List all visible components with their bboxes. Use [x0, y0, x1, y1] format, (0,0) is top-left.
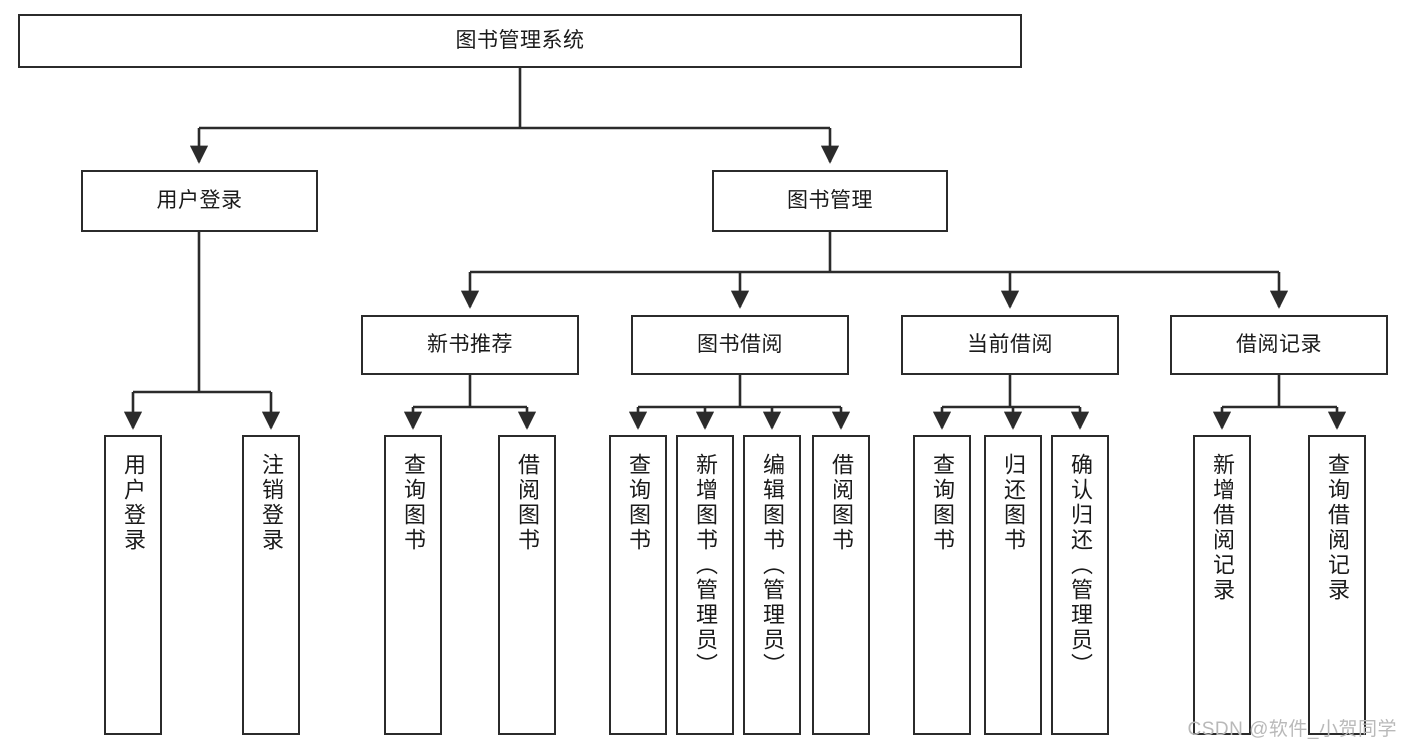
node-label: 查询图书 — [625, 453, 651, 553]
leaf-query-book-borrow[interactable]: 查询图书 — [609, 435, 667, 735]
node-label: 查询图书 — [929, 453, 955, 553]
node-label: 编辑图书（管理员） — [759, 453, 785, 678]
node-label: 新书推荐 — [427, 333, 513, 357]
leaf-add-book-admin[interactable]: 新增图书（管理员） — [676, 435, 734, 735]
node-label: 借阅记录 — [1236, 333, 1322, 357]
node-borrow-record[interactable]: 借阅记录 — [1170, 315, 1388, 375]
leaf-edit-book-admin[interactable]: 编辑图书（管理员） — [743, 435, 801, 735]
leaf-add-borrow-record[interactable]: 新增借阅记录 — [1193, 435, 1251, 735]
leaf-user-login[interactable]: 用户登录 — [104, 435, 162, 735]
node-label: 新增图书（管理员） — [692, 453, 718, 678]
leaf-logout[interactable]: 注销登录 — [242, 435, 300, 735]
node-label: 注销登录 — [258, 453, 284, 553]
node-label: 用户登录 — [156, 189, 243, 213]
node-label: 用户登录 — [120, 453, 146, 553]
node-label: 借阅图书 — [828, 453, 854, 553]
leaf-query-book-current[interactable]: 查询图书 — [913, 435, 971, 735]
node-label: 查询借阅记录 — [1324, 453, 1350, 603]
node-label: 确认归还（管理员） — [1067, 453, 1093, 678]
node-label: 图书管理 — [787, 189, 873, 213]
node-label: 查询图书 — [400, 453, 426, 553]
node-new-book-recommend[interactable]: 新书推荐 — [361, 315, 579, 375]
node-label: 借阅图书 — [514, 453, 540, 553]
node-label: 归还图书 — [1000, 453, 1026, 553]
leaf-borrow-book-new-recommend[interactable]: 借阅图书 — [498, 435, 556, 735]
node-user-login[interactable]: 用户登录 — [81, 170, 318, 232]
node-current-borrow[interactable]: 当前借阅 — [901, 315, 1119, 375]
node-root-book-management-system[interactable]: 图书管理系统 — [18, 14, 1022, 68]
node-book-management[interactable]: 图书管理 — [712, 170, 948, 232]
leaf-query-book-new-recommend[interactable]: 查询图书 — [384, 435, 442, 735]
node-label: 当前借阅 — [967, 333, 1053, 357]
leaf-query-borrow-record[interactable]: 查询借阅记录 — [1308, 435, 1366, 735]
node-label: 图书借阅 — [697, 333, 783, 357]
leaf-return-book[interactable]: 归还图书 — [984, 435, 1042, 735]
node-book-borrow[interactable]: 图书借阅 — [631, 315, 849, 375]
node-label: 图书管理系统 — [455, 29, 585, 53]
leaf-borrow-book[interactable]: 借阅图书 — [812, 435, 870, 735]
leaf-confirm-return-admin[interactable]: 确认归还（管理员） — [1051, 435, 1109, 735]
watermark-text: CSDN @软件_小贺同学 — [1187, 719, 1397, 740]
node-label: 新增借阅记录 — [1209, 453, 1235, 603]
